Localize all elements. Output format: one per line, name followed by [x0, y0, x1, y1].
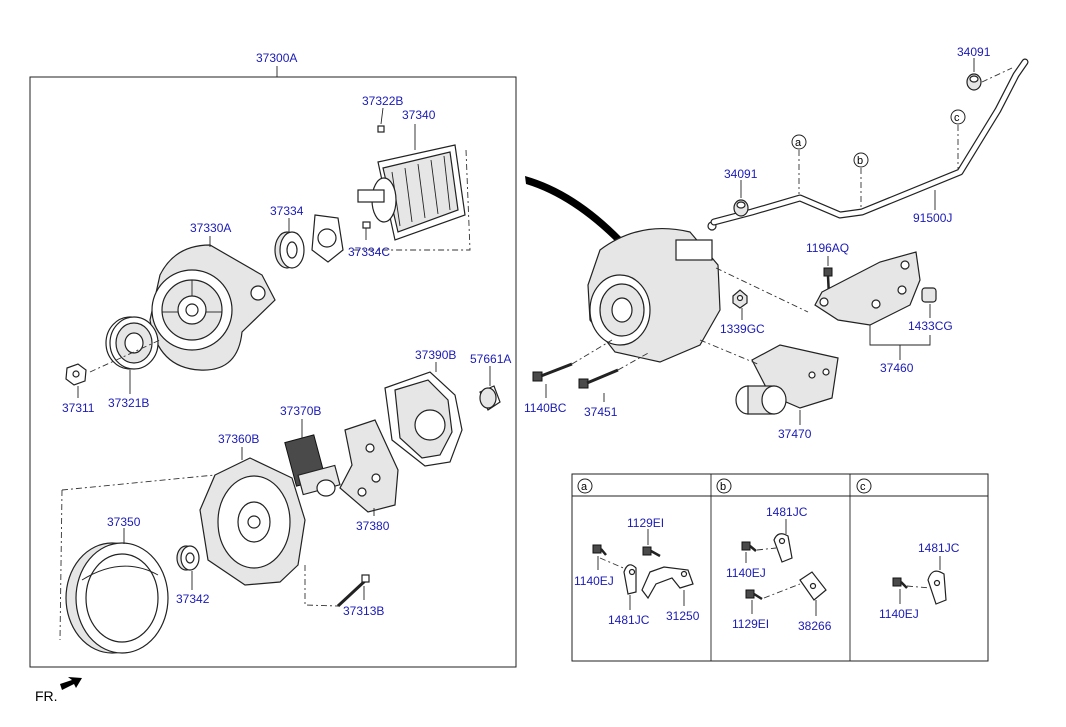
label-37330A[interactable]: 37330A — [190, 221, 231, 235]
label-1481JC-b[interactable]: 1481JC — [766, 505, 808, 519]
label-37451[interactable]: 37451 — [584, 405, 618, 419]
label-1129EI-a[interactable]: 1129EI — [627, 516, 664, 530]
bracket-38266[interactable] — [799, 571, 827, 601]
label-37360B[interactable]: 37360B — [218, 432, 259, 446]
label-37321B[interactable]: 37321B — [108, 396, 149, 410]
bearing-37334[interactable] — [274, 231, 305, 269]
screw-37334C[interactable] — [362, 221, 371, 240]
section-c-marker — [856, 478, 872, 494]
bracket-37470[interactable] — [735, 344, 839, 415]
nut-1339GC[interactable] — [732, 289, 748, 309]
bracket-37460[interactable] — [814, 251, 921, 326]
grommet-34091-lower[interactable] — [733, 199, 749, 217]
bolt-1140BC[interactable] — [532, 362, 573, 382]
bolt-1140EJ-c[interactable] — [892, 577, 908, 589]
cap-57661A[interactable] — [479, 385, 501, 411]
clamp-1481JC-b[interactable] — [773, 533, 793, 563]
label-1140EJ-c[interactable]: 1140EJ — [879, 607, 919, 621]
clamp-1481JC-c[interactable] — [927, 570, 947, 605]
label-37370B[interactable]: 37370B — [280, 404, 321, 418]
callout-b[interactable] — [853, 152, 869, 168]
section-a-letter: a — [581, 481, 588, 493]
section-b-marker — [716, 478, 732, 494]
label-1433CG[interactable]: 1433CG — [908, 319, 953, 333]
label-37334C[interactable]: 37334C — [348, 245, 390, 259]
bolt-1140EJ-b[interactable] — [741, 541, 757, 552]
label-57661A[interactable]: 57661A — [470, 352, 511, 366]
label-1129EI-b[interactable]: 1129EI — [732, 617, 769, 631]
detail-table — [571, 473, 989, 662]
callout-b-letter: b — [857, 155, 863, 167]
regulator-37370B[interactable] — [284, 434, 341, 497]
label-1140BC[interactable]: 1140BC — [524, 401, 567, 415]
section-c-letter: c — [860, 481, 866, 493]
label-1339GC[interactable]: 1339GC — [720, 322, 765, 336]
alternator-assembly[interactable] — [587, 221, 721, 363]
label-91500J[interactable]: 91500J — [913, 211, 952, 225]
label-37334[interactable]: 37334 — [270, 204, 304, 218]
pointer-arrow — [525, 176, 622, 244]
through-bolt-37313B[interactable] — [336, 574, 370, 608]
callout-c-letter: c — [954, 112, 960, 124]
label-37322B[interactable]: 37322B — [362, 94, 403, 108]
label-38266[interactable]: 38266 — [798, 619, 832, 633]
section-a-marker — [577, 478, 593, 494]
rear-housing-37360B[interactable] — [199, 457, 306, 586]
key-37322B[interactable] — [377, 125, 385, 133]
section-b-letter: b — [720, 481, 726, 493]
front-housing-37330A[interactable] — [149, 244, 276, 371]
label-37380[interactable]: 37380 — [356, 519, 390, 533]
label-37300A[interactable]: 37300A — [256, 51, 297, 65]
front-arrow-icon — [60, 677, 82, 690]
label-37313B[interactable]: 37313B — [343, 604, 384, 618]
front-marker-label: FR. — [35, 688, 58, 704]
rotor-37340[interactable] — [357, 144, 466, 241]
label-1196AQ[interactable]: 1196AQ — [806, 241, 849, 255]
bracket-31250[interactable] — [641, 566, 694, 600]
label-37342[interactable]: 37342 — [176, 592, 210, 606]
callout-a[interactable] — [791, 134, 807, 150]
label-37460[interactable]: 37460 — [880, 361, 914, 375]
nut-37311[interactable] — [65, 363, 87, 386]
label-31250[interactable]: 31250 — [666, 609, 700, 623]
label-37340[interactable]: 37340 — [402, 108, 436, 122]
bolt-1129EI-a[interactable] — [642, 546, 661, 558]
grommet-34091-upper[interactable] — [966, 73, 982, 91]
rectifier-37380[interactable] — [339, 419, 399, 513]
label-1140EJ-b[interactable]: 1140EJ — [726, 566, 766, 580]
label-34091-lower[interactable]: 34091 — [724, 167, 758, 181]
bolt-37451[interactable] — [578, 368, 619, 389]
label-37350[interactable]: 37350 — [107, 515, 141, 529]
rear-cover-37390B[interactable] — [384, 371, 463, 467]
label-34091-upper[interactable]: 34091 — [957, 45, 991, 59]
stator-37350[interactable] — [65, 542, 169, 654]
pulley-37321B[interactable] — [105, 316, 159, 370]
collar-1433CG[interactable] — [921, 287, 937, 303]
bolt-1140EJ-a[interactable] — [592, 544, 607, 556]
vacuum-pipe-91500J[interactable] — [710, 58, 1029, 226]
callout-c[interactable] — [950, 109, 966, 125]
callout-a-letter: a — [795, 137, 802, 149]
label-37390B[interactable]: 37390B — [415, 348, 456, 362]
bolt-1129EI-b[interactable] — [745, 589, 763, 601]
label-1481JC-a[interactable]: 1481JC — [608, 613, 650, 627]
label-1140EJ-a[interactable]: 1140EJ — [574, 574, 614, 588]
clamp-1481JC-a[interactable] — [623, 564, 637, 595]
label-37311[interactable]: 37311 — [62, 401, 95, 415]
bearing-37342[interactable] — [176, 545, 200, 571]
bearing-retainer-plate[interactable] — [311, 214, 344, 263]
label-37470[interactable]: 37470 — [778, 427, 812, 441]
alternator-assembly-frame — [29, 76, 517, 668]
label-1481JC-c[interactable]: 1481JC — [918, 541, 960, 555]
